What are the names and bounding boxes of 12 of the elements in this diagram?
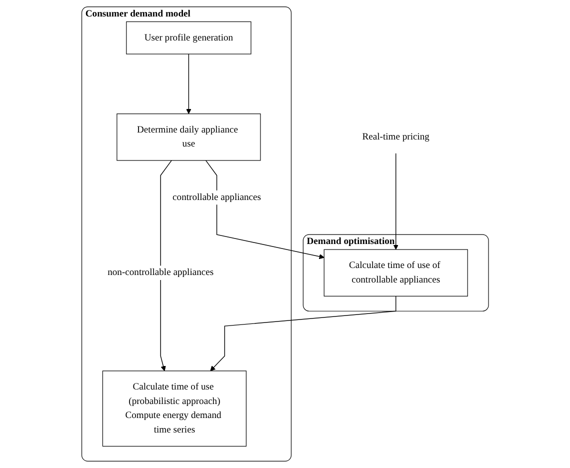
node-box: User profile generation bbox=[126, 21, 252, 54]
edge-label: non-controllable appliances bbox=[107, 267, 214, 278]
arrow bbox=[160, 160, 172, 372]
node-box: Determine daily appliance use bbox=[116, 114, 261, 161]
arrow bbox=[186, 54, 192, 114]
arrow bbox=[210, 296, 396, 372]
node-text: Real-time pricing bbox=[362, 132, 430, 142]
arrow bbox=[393, 152, 398, 250]
node-box: Calculate time of use (probabilistic approach) Compute energy demand time series bbox=[102, 370, 246, 447]
arrow bbox=[205, 160, 324, 260]
edge-label: controllable appliances bbox=[172, 192, 261, 202]
node-box: Calculate time of use of controllable appliances bbox=[324, 249, 468, 296]
